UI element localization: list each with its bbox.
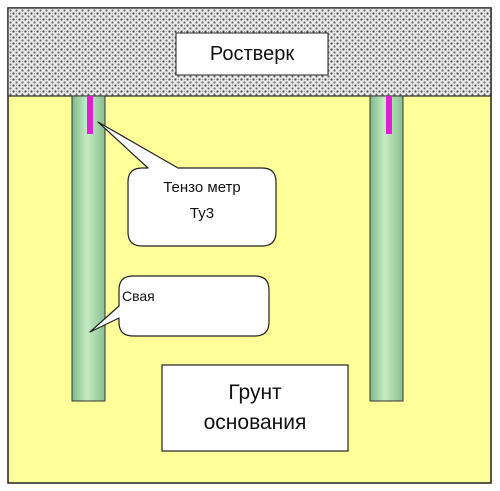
tenzometer-label-line2: Ту3 <box>189 205 215 223</box>
tenzometer-callout <box>97 121 277 247</box>
soil-label: Грунт основания <box>162 365 348 451</box>
soil-label-box <box>161 364 349 452</box>
pile-callout <box>89 275 270 337</box>
pile-right <box>369 95 404 402</box>
pile-label: Свая <box>122 288 155 304</box>
tenzometer-sensor-right <box>386 96 392 134</box>
rostverk-label: Ростверк <box>209 42 295 65</box>
tenzometer-label-line1: Тензо метр <box>163 179 241 196</box>
tenzometer-label: Тензо метр Ту3 <box>128 178 276 225</box>
pile-left <box>71 95 106 402</box>
soil-label-line2: основания <box>203 411 307 434</box>
soil-label-line1: Грунт <box>228 380 282 404</box>
rostverk-label-box <box>175 32 329 76</box>
tenzometer-sensor-left <box>87 96 93 134</box>
